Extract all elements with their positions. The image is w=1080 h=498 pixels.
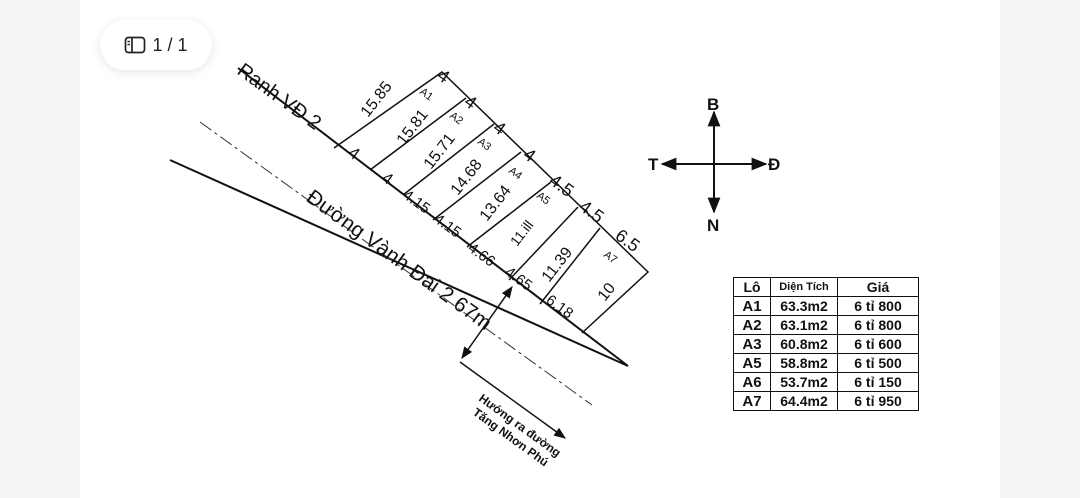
road-edge-far [169,159,629,367]
bottom-width-a5: 4.65 [502,263,536,294]
page-counter-pill[interactable]: 1 / 1 [100,20,212,70]
boundary-label: Ranh VĐ 2 [233,59,325,134]
row-area: 63.1m2 [770,315,838,335]
row-lot: A3 [733,334,771,354]
top-width-a1: 4 [434,65,454,87]
lot-label-a2: A2 [447,110,465,128]
lot-dividers [369,97,601,305]
lot-label-a7: A7 [601,249,619,267]
direction-arrow [459,361,566,439]
row-lot: A5 [733,353,771,373]
row-price: 6 tỉ 800 [837,315,919,335]
road-label: Đường Vành Đai 2 67m [302,185,496,335]
row-area: 58.8m2 [770,353,838,373]
table-row: A3 60.8m2 6 tỉ 600 [733,334,919,354]
viewer-backdrop-right [1000,0,1080,498]
price-table: Lô Diện Tích Giá A1 63.3m2 6 tỉ 800 A2 6… [733,277,919,411]
row-area: 63.3m2 [770,296,838,316]
sidebar-panel-icon [125,36,146,54]
depth-a6: 11.ill [507,217,537,249]
compass-east: Đ [768,155,780,174]
compass-south: N [707,216,719,235]
lot-frontage-line [237,67,629,367]
top-width-a6: 4.5 [576,196,608,227]
top-width-a7: 6.5 [612,225,644,256]
road-centerline [199,121,593,406]
page-counter-text: 1 / 1 [152,34,188,55]
lot-label-a3: A3 [475,136,493,154]
compass-west: T [648,155,659,174]
price-table-header: Lô Diện Tích Giá [733,277,919,297]
table-row: A6 53.7m2 6 tỉ 150 [733,372,919,392]
row-price: 6 tỉ 950 [837,391,919,411]
header-lot: Lô [733,277,771,297]
depth-a5: 13.64 [477,182,515,224]
row-area: 64.4m2 [770,391,838,411]
row-lot: A6 [733,372,771,392]
row-price: 6 tỉ 800 [837,296,919,316]
row-price: 6 tỉ 600 [837,334,919,354]
row-lot: A2 [733,315,771,335]
lot-label-a4: A4 [506,165,524,183]
viewer-backdrop-left [0,0,80,498]
row-area: 60.8m2 [770,334,838,354]
row-lot: A1 [733,296,771,316]
depth-a1: 15.85 [358,78,396,120]
header-area: Diện Tích [770,277,838,297]
row-price: 6 tỉ 500 [837,353,919,373]
road-width-arrow [461,286,513,359]
depth-a7: 10 [595,280,619,305]
row-price: 6 tỉ 150 [837,372,919,392]
compass: B N T Đ [648,95,780,235]
lot-rear-boundary [333,71,650,334]
depth-a4: 14.68 [448,156,486,198]
table-row: A1 63.3m2 6 tỉ 800 [733,296,919,316]
table-row: A2 63.1m2 6 tỉ 800 [733,315,919,335]
row-area: 53.7m2 [770,372,838,392]
compass-north: B [707,95,719,114]
row-lot: A7 [733,391,771,411]
table-row: A5 58.8m2 6 tỉ 500 [733,353,919,373]
top-width-a2: 4 [461,91,481,113]
header-price: Giá [837,277,919,297]
table-row: A7 64.4m2 6 tỉ 950 [733,391,919,411]
bottom-width-a7: 6.18 [543,291,577,322]
document-page [80,0,1000,498]
